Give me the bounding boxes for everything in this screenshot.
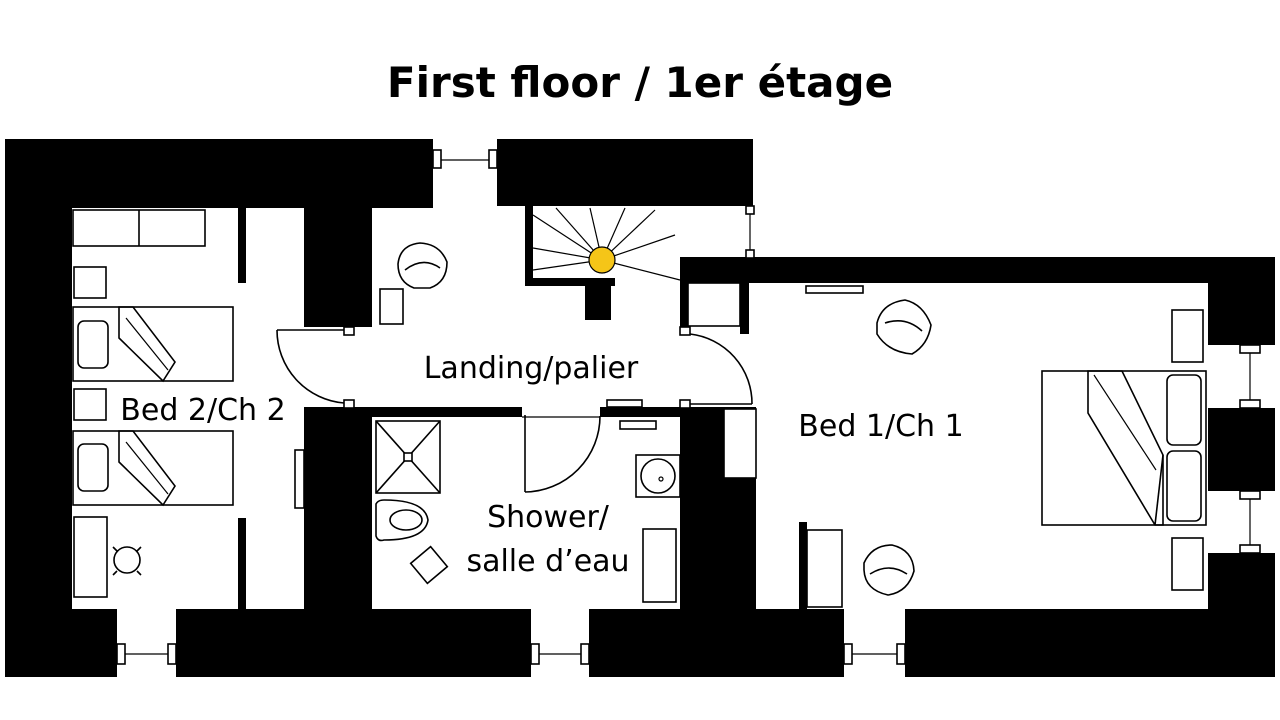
wall-shower-top-left [372,407,522,417]
bed1-wardrobe [723,408,757,479]
bed1-armchair-bottom [863,544,915,596]
wall-top-stair [497,139,753,206]
bathroom-cabinet [642,528,677,603]
wall-stub-bed2-bottom [238,518,246,609]
wall-left-outer [5,139,72,677]
armchair [397,242,448,289]
wall-bed1-right-middle [1208,408,1275,491]
plan-title: First floor / 1er étage [387,58,893,107]
wall-shower-top-right [600,407,680,417]
wall-stair-partition [525,206,533,286]
wall-bed1-top [680,257,1275,283]
spiral-staircase [532,207,681,281]
wall-bed1-right-lower [1208,553,1275,677]
side-table [379,288,404,325]
room-label-landing: Landing/palier [424,351,639,386]
desk [73,516,108,598]
bed1-radiator [805,285,864,294]
landing-radiator [606,399,643,408]
wall-column-upper [304,139,372,327]
nightstand [73,266,107,299]
wall-bottom-left [5,609,117,677]
room-label-shower-line2: salle d’eau [466,544,629,579]
room-label-shower-line1: Shower/ [487,500,610,535]
desk-chair [113,546,141,574]
wall-stair-post [585,278,611,320]
bed1-dresser [806,529,843,608]
nightstand-2 [73,388,107,421]
radiator [294,449,305,509]
shower-room-furniture [375,420,681,603]
windows [116,149,1261,665]
walls [5,139,1275,677]
bed1-armchair-top [876,299,932,355]
towel-rail [619,420,657,430]
wall-bed1-stub-bottom [799,522,807,609]
doors [276,326,753,493]
wall-stair-base [525,278,615,286]
wall-stub-bed2-top [238,208,246,283]
bedside-table-top [1171,309,1204,363]
wall-bed1-left-stub2 [740,283,749,334]
stair-light [588,246,616,274]
room-label-bed2: Bed 2/Ch 2 [120,393,285,428]
wall-column-lower [304,407,372,677]
wall-bed1-right-upper [1208,257,1275,345]
laundry-basket [409,545,449,585]
bed1-furniture [687,282,1207,608]
room-label-bed1: Bed 1/Ch 1 [798,409,963,444]
bed2-furniture [72,209,305,598]
bedside-table-bottom [1171,537,1204,591]
landing-furniture [379,242,643,408]
wall-bed1-left-stub [680,257,689,334]
